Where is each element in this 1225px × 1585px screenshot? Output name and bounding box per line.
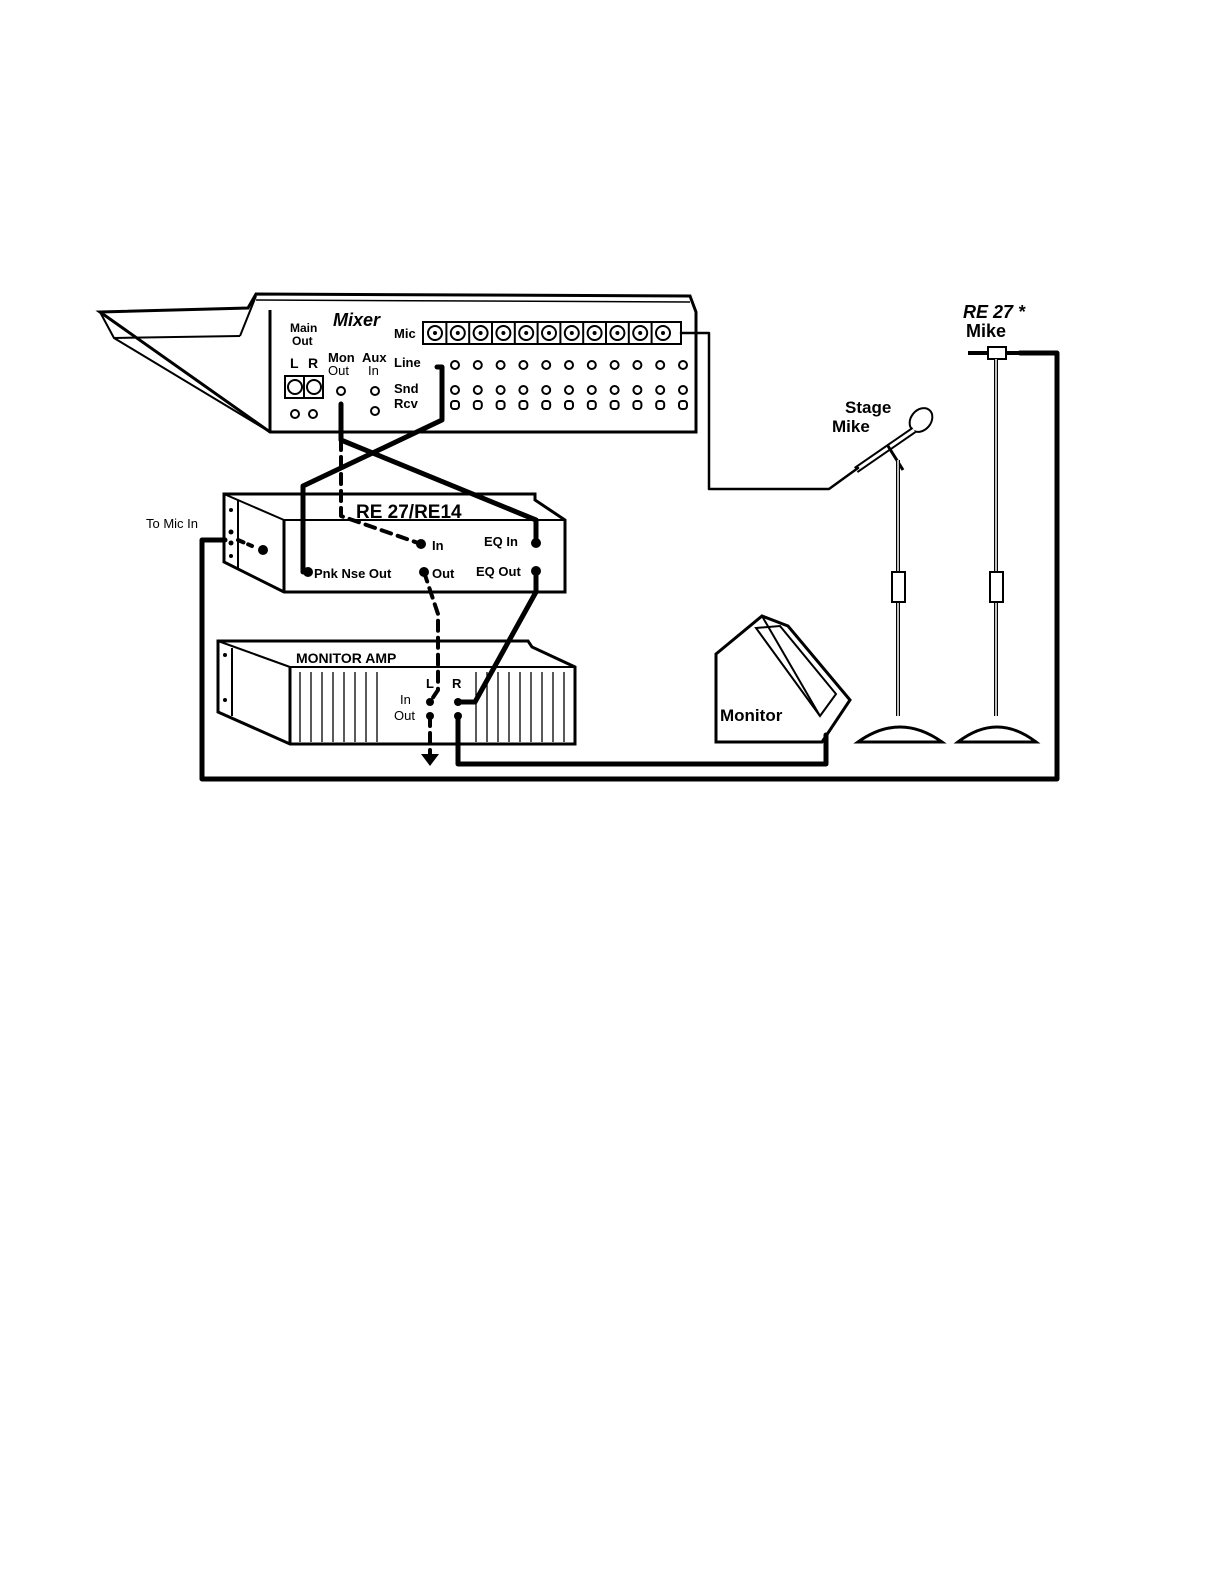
mon-out-jack <box>337 387 345 395</box>
to-mic-in-label: To Mic In <box>146 516 198 531</box>
line-jack <box>474 361 482 369</box>
re27-mike-label-1: RE 27 * <box>963 302 1026 322</box>
eq-out-label: EQ Out <box>476 564 521 579</box>
send-jack <box>633 386 641 394</box>
analyzer-title: RE 27/RE14 <box>356 502 462 523</box>
send-jack <box>474 386 482 394</box>
main-out-r-pot <box>309 410 317 418</box>
receive-jack <box>451 401 459 409</box>
send-jack <box>542 386 550 394</box>
receive-jack <box>679 401 687 409</box>
main-out-l-pot <box>291 410 299 418</box>
main-out-label-1: Main <box>290 321 317 335</box>
amp-out-label: Out <box>394 708 415 723</box>
analyzer-in-label: In <box>432 538 444 553</box>
aux-in-jack <box>371 387 379 395</box>
receive-jack <box>474 401 482 409</box>
receive-jack <box>497 401 505 409</box>
line-jack <box>565 361 573 369</box>
stage-mike-stand: Stage Mike <box>832 398 942 742</box>
receive-jack <box>588 401 596 409</box>
line-jack <box>656 361 664 369</box>
send-jack <box>565 386 573 394</box>
line-jack <box>633 361 641 369</box>
line-jack <box>497 361 505 369</box>
eq-in-label: EQ In <box>484 534 518 549</box>
amp-l-label: L <box>426 676 434 691</box>
aux-in-label-2: In <box>368 363 379 378</box>
send-jack <box>588 386 596 394</box>
line-jack <box>519 361 527 369</box>
line-jack <box>679 361 687 369</box>
line-jack <box>542 361 550 369</box>
rcv-row-label: Rcv <box>394 396 419 411</box>
mixer-console: Mixer Main Out L R Mon Out Aux In Mic Li… <box>100 294 696 432</box>
receive-jack <box>565 401 573 409</box>
line-jack <box>588 361 596 369</box>
stage-mike-label-1: Stage <box>845 398 891 417</box>
pink-noise-out-label: Pnk Nse Out <box>314 566 392 581</box>
send-jack <box>451 386 459 394</box>
mon-out-label-2: Out <box>328 363 349 378</box>
stage-mike-cable <box>681 333 858 489</box>
amp-in-label: In <box>400 692 411 707</box>
receive-jack <box>519 401 527 409</box>
line-jack <box>451 361 459 369</box>
line-jack <box>611 361 619 369</box>
analyzer-out-label: Out <box>432 566 455 581</box>
snd-row-label: Snd <box>394 381 419 396</box>
re27-mike-label-2: Mike <box>966 321 1006 341</box>
main-out-label-2: Out <box>292 334 313 348</box>
receive-jack <box>611 401 619 409</box>
send-jack <box>519 386 527 394</box>
amp-r-label: R <box>452 676 462 691</box>
line-row-label: Line <box>394 355 421 370</box>
receive-jack <box>656 401 664 409</box>
mixer-title: Mixer <box>333 310 381 330</box>
monitor-amp: MONITOR AMP L R In Out <box>218 641 575 744</box>
main-out-r-jack <box>307 380 321 394</box>
re27-mike-clip <box>988 347 1006 359</box>
receive-jack <box>542 401 550 409</box>
monitor-wedge: Monitor <box>716 616 850 742</box>
receive-jack <box>633 401 641 409</box>
aux-in-jack-2 <box>371 407 379 415</box>
down-arrow-icon <box>421 754 439 766</box>
analyzer-mic-in-jack <box>258 545 268 555</box>
send-jack <box>497 386 505 394</box>
send-jack <box>679 386 687 394</box>
main-out-r-label: R <box>308 355 318 371</box>
mic-row-label: Mic <box>394 326 416 341</box>
send-jack <box>656 386 664 394</box>
main-out-l-label: L <box>290 355 299 371</box>
monitor-label: Monitor <box>720 706 783 725</box>
send-jack <box>611 386 619 394</box>
main-out-l-jack <box>288 380 302 394</box>
monitor-amp-title: MONITOR AMP <box>296 650 396 666</box>
re27-mike-stand: RE 27 * Mike <box>958 302 1036 742</box>
stage-mike-label-2: Mike <box>832 417 870 436</box>
